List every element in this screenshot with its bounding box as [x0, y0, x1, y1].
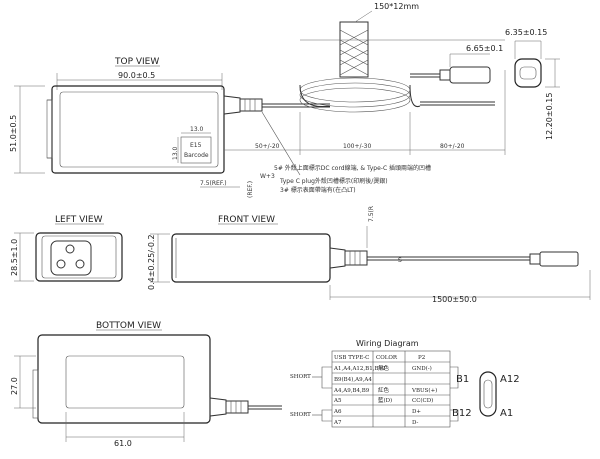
- pin-label-a1: A1: [500, 408, 513, 419]
- note-prefix: W+3: [260, 173, 275, 180]
- front-view-title: FRONT VIEW: [218, 215, 275, 225]
- front-plug: [539, 251, 579, 267]
- braid-tie: [339, 21, 369, 78]
- front-height-dim: 0.4±0.25/-0.2: [147, 234, 156, 290]
- left-view: LEFT VIEW 28.5±1.0: [10, 215, 123, 282]
- wiring-cell: GND(-): [412, 365, 432, 372]
- braid-dim: 150*12mm: [374, 2, 419, 11]
- wiring-cell: CC(CD): [412, 397, 433, 404]
- pin-label-b1: B1: [456, 374, 469, 385]
- wiring-header-3: P2: [418, 355, 425, 361]
- note-1: 5# 外殼上面標示DC cord線端, & Type-C 插頭兩端的凹槽: [274, 164, 431, 172]
- wiring-cell: A7: [333, 420, 342, 426]
- top-view-title: TOP VIEW: [114, 57, 159, 67]
- wiring-cell: B9(B4),A9,A4: [334, 376, 372, 383]
- top-view: TOP VIEW 90.0±0.5 51.0±0.5 E15 Barcode 1…: [9, 2, 560, 198]
- notes: 5# 外殼上面標示DC cord線端, & Type-C 插頭兩端的凹槽 W+3…: [260, 111, 431, 194]
- note-3: 3# 標示表面帶端有(在凸LT): [280, 186, 356, 194]
- left-height-dim: 28.5±1.0: [10, 239, 19, 276]
- wiring-header-2: COLOR: [376, 355, 398, 361]
- wiring-cell: A1,A4,A12,B1,B12: [333, 366, 386, 372]
- wiring-title: Wiring Diagram: [356, 339, 419, 348]
- short-label-2: SHORT: [290, 412, 311, 418]
- ref-dim-2: (REF.): [247, 181, 254, 198]
- wiring-cell: A5: [333, 398, 342, 404]
- strain-relief: [239, 98, 263, 112]
- wiring-cell: D+: [412, 409, 421, 415]
- bottom-height-dim: 27.0: [10, 377, 19, 395]
- segment-dim-3: 80+/-20: [440, 143, 465, 150]
- top-housing-inner: [59, 91, 219, 168]
- segment-dim-2: 100+/-30: [343, 143, 371, 150]
- left-housing: [35, 232, 123, 282]
- typec-receptacle: [479, 371, 497, 417]
- wiring-cell: A6: [333, 409, 342, 415]
- connector-pinout: B1 A12 B12 A1: [452, 371, 520, 419]
- wiring-cell: VBUS(+): [411, 387, 437, 394]
- wiring-cell: 藍(D): [378, 396, 392, 404]
- bottom-width-dim: 61.0: [114, 439, 132, 448]
- segment-dim-1: 50+/-20: [255, 143, 280, 150]
- ac-inlet: [50, 240, 92, 276]
- wiring-cell: D-: [412, 420, 419, 426]
- top-height-dim: 51.0±0.5: [9, 115, 18, 152]
- label-13a: 13.0: [190, 126, 204, 133]
- cable-total-dim: 1500±50.0: [432, 295, 477, 304]
- label-box: [180, 136, 212, 164]
- bottom-view: BOTTOM VIEW 27.0 61.0: [10, 321, 282, 448]
- wiring-header-1: USB TYPE-C: [334, 355, 369, 361]
- typec-plug-body: [449, 66, 491, 84]
- plug-width-dim-1: 6.35±0.15: [505, 28, 547, 37]
- note-2: Type C plug外殼凹槽標示(印刷後/燙銀): [279, 177, 388, 185]
- wiring-cell: 無色: [378, 364, 390, 372]
- label-box-line2: Barcode: [184, 152, 209, 159]
- typec-end-view: [514, 58, 542, 88]
- svg-text:S: S: [398, 257, 402, 264]
- wiring-cell: A4,A9,B4,B9: [333, 388, 370, 394]
- top-width-dim: 90.0±0.5: [118, 71, 155, 80]
- left-view-title: LEFT VIEW: [55, 215, 103, 225]
- label-box-line1: E15: [190, 142, 202, 149]
- plug-width-dim-2: 6.65±0.1: [466, 44, 503, 53]
- bottom-view-title: BOTTOM VIEW: [96, 321, 161, 331]
- plug-height-dim: 12.20±0.15: [545, 93, 554, 140]
- ref-dim-1: 7.5(REF.): [200, 180, 227, 187]
- short-label-1: SHORT: [290, 374, 311, 380]
- label-13b: 13.0: [172, 146, 179, 160]
- pin-label-b12: B12: [452, 408, 472, 419]
- front-housing: [171, 233, 331, 283]
- pin-label-a12: A12: [500, 374, 520, 385]
- ref-dim-3: 7.5(R: [368, 206, 375, 222]
- front-view: FRONT VIEW 0.4±0.25/-0.2 7.5(R S 1500±50…: [147, 206, 591, 304]
- wiring-cell: 紅色: [378, 386, 390, 394]
- wiring-diagram: Wiring Diagram USB TYPE-C COLOR P2 A1,A4…: [290, 339, 459, 428]
